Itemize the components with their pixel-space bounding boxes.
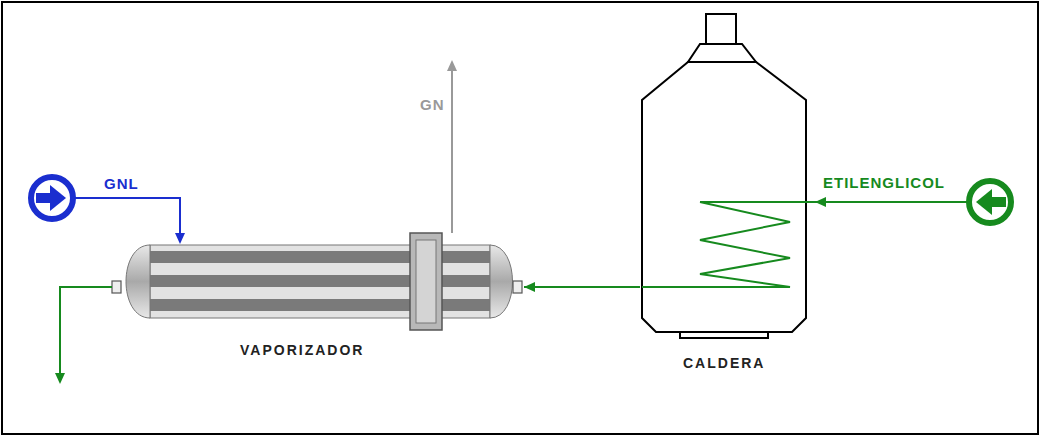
- glycol-outlet-line: [60, 287, 112, 374]
- gn-line: [451, 70, 453, 233]
- inlet-symbol: [969, 181, 1011, 223]
- arrow-head: [55, 373, 65, 384]
- flow-connector: [524, 282, 640, 292]
- heating-coil: [642, 202, 790, 287]
- vaporizer-node: VAPORIZADOR: [80, 230, 524, 365]
- vaporizer-drawing: [112, 233, 522, 330]
- boiler-drawing: [642, 14, 806, 338]
- inlet-symbol: [31, 177, 73, 219]
- arrow-head: [815, 197, 826, 207]
- arrow-head: [447, 60, 457, 71]
- stream-label: GNL: [104, 175, 139, 192]
- boiler-node: CALDERA: [640, 12, 808, 378]
- glycol-inlet-line: [700, 201, 967, 203]
- gnl-line: [75, 198, 180, 234]
- equipment-label: CALDERA: [683, 355, 765, 371]
- equipment-label: VAPORIZADOR: [240, 342, 364, 358]
- arrow-head: [175, 233, 185, 244]
- stream-label: ETILENGLICOL: [823, 174, 945, 191]
- stream-label: GN: [420, 96, 445, 113]
